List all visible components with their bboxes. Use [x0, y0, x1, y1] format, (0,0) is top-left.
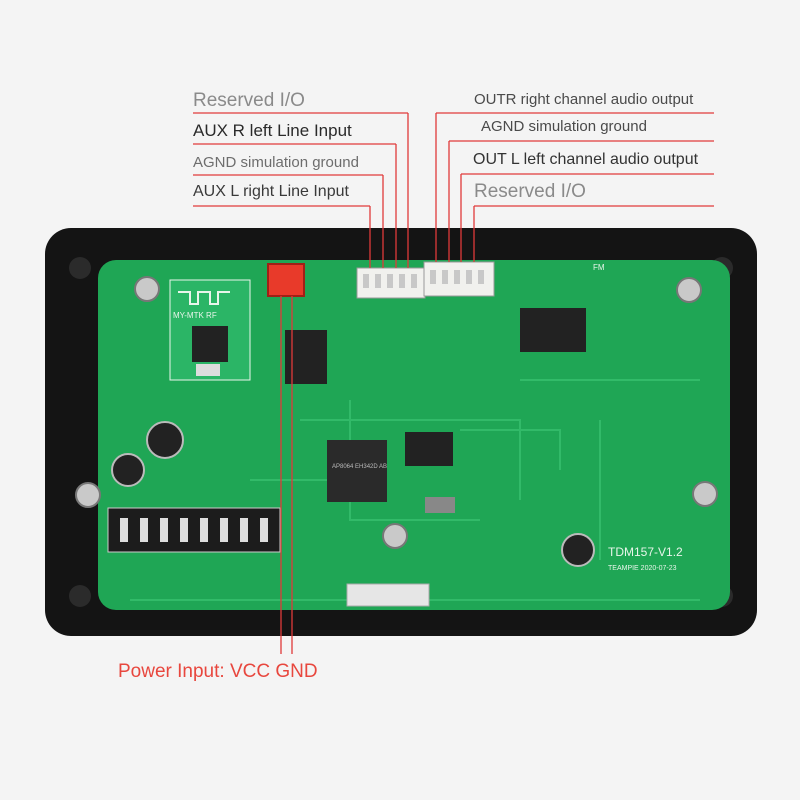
- capacitor: [561, 533, 595, 567]
- antenna-icon: [178, 291, 230, 305]
- label-agnd-right: AGND simulation ground: [481, 118, 647, 135]
- leader-lines-left: [193, 112, 409, 268]
- ic-u1: [520, 308, 586, 352]
- frame-hole: [69, 585, 91, 607]
- label-reserved-io-left: Reserved I/O: [193, 90, 305, 111]
- label-outr-output: OUTR right channel audio output: [474, 91, 694, 108]
- label-reserved-io-right: Reserved I/O: [474, 181, 586, 202]
- label-power-input: Power Input: VCC GND: [118, 661, 318, 682]
- fm-label: FM: [593, 263, 605, 272]
- capacitor: [146, 421, 184, 459]
- display-header: [107, 507, 281, 553]
- bt-module-label: MY-MTK RF: [173, 311, 217, 320]
- ic-u03: [405, 432, 453, 466]
- main-chip: [327, 440, 387, 502]
- leader-lines-power: [280, 296, 293, 654]
- power-connector: [267, 263, 305, 297]
- connector-pins: [363, 270, 484, 288]
- bt-chip: [192, 326, 228, 362]
- leader-lines-right: [435, 112, 714, 262]
- regulator-chip: [285, 330, 327, 384]
- label-outl-output: OUT L left channel audio output: [473, 151, 699, 168]
- label-aux-r-input: AUX R left Line Input: [193, 121, 352, 140]
- board-model: TDM157-V1.2: [608, 545, 683, 559]
- board-maker: TEAMPIE 2020-07-23: [608, 565, 677, 572]
- main-chip-label: AP8064 EH342D AB: [332, 464, 387, 470]
- header-pins: [120, 518, 268, 542]
- label-aux-l-input: AUX L right Line Input: [193, 183, 349, 200]
- capacitor: [111, 453, 145, 487]
- frame-hole: [69, 257, 91, 279]
- label-agnd-left: AGND simulation ground: [193, 154, 359, 171]
- crystal: [196, 364, 220, 376]
- bottom-pads: [346, 583, 430, 607]
- ic-small: [425, 497, 455, 513]
- screw-group: [75, 276, 718, 549]
- pcb-traces: [130, 379, 700, 601]
